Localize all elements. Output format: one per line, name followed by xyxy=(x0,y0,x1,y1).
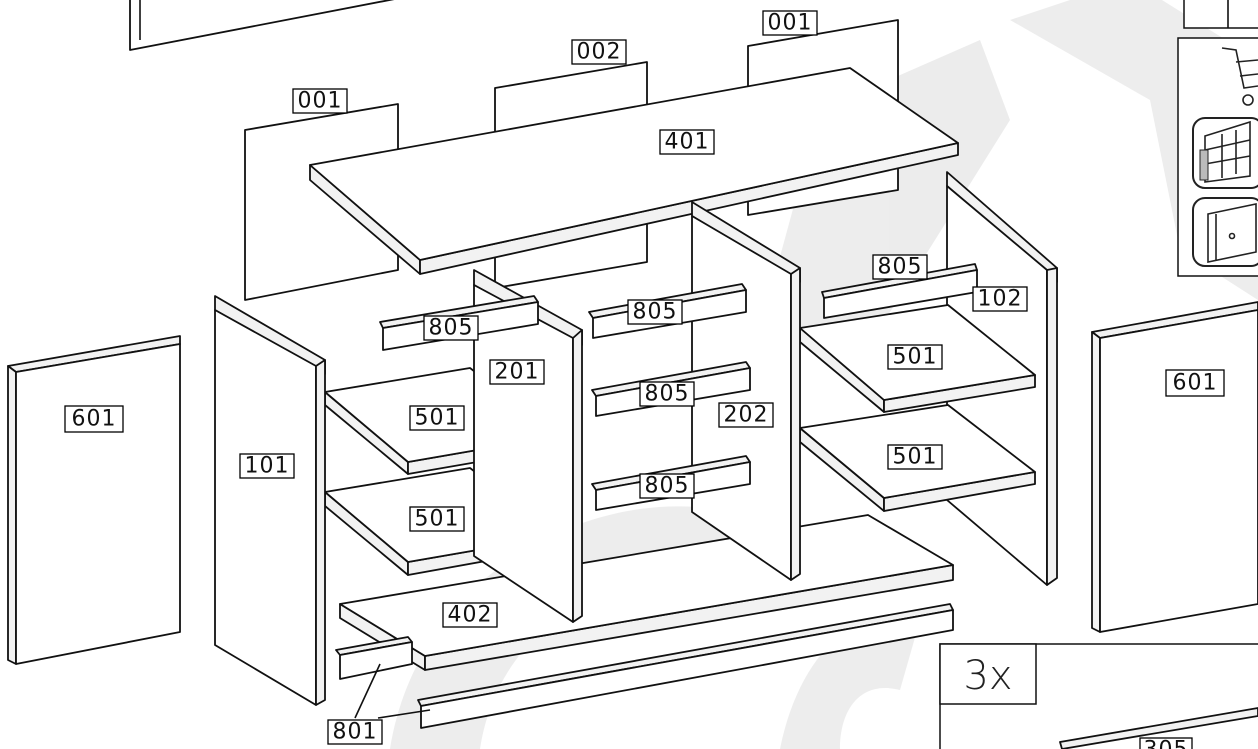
label-plinth: 801 xyxy=(327,719,383,745)
svg-text:202: 202 xyxy=(724,403,769,428)
label-shelf-left-top: 501 xyxy=(409,405,465,431)
panel-hinge-icon xyxy=(1192,197,1258,267)
label-door-left: 601 xyxy=(64,405,124,433)
svg-text:401: 401 xyxy=(665,130,710,155)
svg-text:201: 201 xyxy=(495,360,540,385)
label-back-middle: 002 xyxy=(571,39,627,65)
label-side-right: 102 xyxy=(972,286,1028,312)
svg-text:001: 001 xyxy=(298,89,343,114)
svg-text:805: 805 xyxy=(645,382,690,407)
shopping-cart-icon xyxy=(1221,47,1258,106)
svg-text:501: 501 xyxy=(415,507,460,532)
part-labels: 001 002 001 401 805 102 805 805 xyxy=(64,10,1225,745)
svg-text:402: 402 xyxy=(448,603,493,628)
brick-wall-icon xyxy=(1192,117,1258,189)
svg-text:805: 805 xyxy=(429,316,474,341)
top-panel xyxy=(309,67,959,275)
detail-box: 3x 305 xyxy=(939,643,1258,749)
door-left xyxy=(7,335,181,665)
svg-text:805: 805 xyxy=(878,255,923,280)
svg-text:801: 801 xyxy=(333,720,378,745)
svg-text:805: 805 xyxy=(645,474,690,499)
label-bottom: 402 xyxy=(442,602,498,628)
plinth-rail-long xyxy=(417,603,954,729)
svg-text:601: 601 xyxy=(72,407,117,432)
label-side-left: 101 xyxy=(239,453,295,479)
svg-text:001: 001 xyxy=(768,11,813,36)
label-partition-right: 202 xyxy=(718,402,774,428)
label-detail-part: 305 xyxy=(1144,738,1189,749)
svg-text:501: 501 xyxy=(893,345,938,370)
svg-text:002: 002 xyxy=(577,40,622,65)
label-rail-middle-center: 805 xyxy=(639,381,695,407)
door-right xyxy=(1091,301,1258,633)
previous-step-fragment xyxy=(129,0,395,51)
label-rail-middle-bottom: 805 xyxy=(639,473,695,499)
info-panel xyxy=(1177,0,1258,277)
label-rail-middle-top: 805 xyxy=(627,299,683,325)
svg-text:501: 501 xyxy=(415,406,460,431)
detail-quantity: 3x xyxy=(963,653,1012,699)
plinth-rail-short xyxy=(335,636,413,680)
label-partition-left: 201 xyxy=(489,359,545,385)
label-shelf-right-bottom: 501 xyxy=(887,444,943,470)
svg-text:805: 805 xyxy=(633,300,678,325)
svg-text:501: 501 xyxy=(893,445,938,470)
svg-text:601: 601 xyxy=(1173,371,1218,396)
label-rail-left: 805 xyxy=(423,315,479,341)
svg-text:102: 102 xyxy=(978,287,1023,312)
label-shelf-right-top: 501 xyxy=(887,344,943,370)
label-door-right: 601 xyxy=(1165,369,1225,397)
label-rail-right: 805 xyxy=(872,254,928,280)
label-back-right: 001 xyxy=(762,10,818,36)
label-top: 401 xyxy=(659,129,715,155)
label-back-left: 001 xyxy=(292,88,348,114)
svg-text:101: 101 xyxy=(245,454,290,479)
label-shelf-left-bottom: 501 xyxy=(409,506,465,532)
side-panel-left xyxy=(214,295,326,706)
plinth-leader-line xyxy=(354,663,431,719)
